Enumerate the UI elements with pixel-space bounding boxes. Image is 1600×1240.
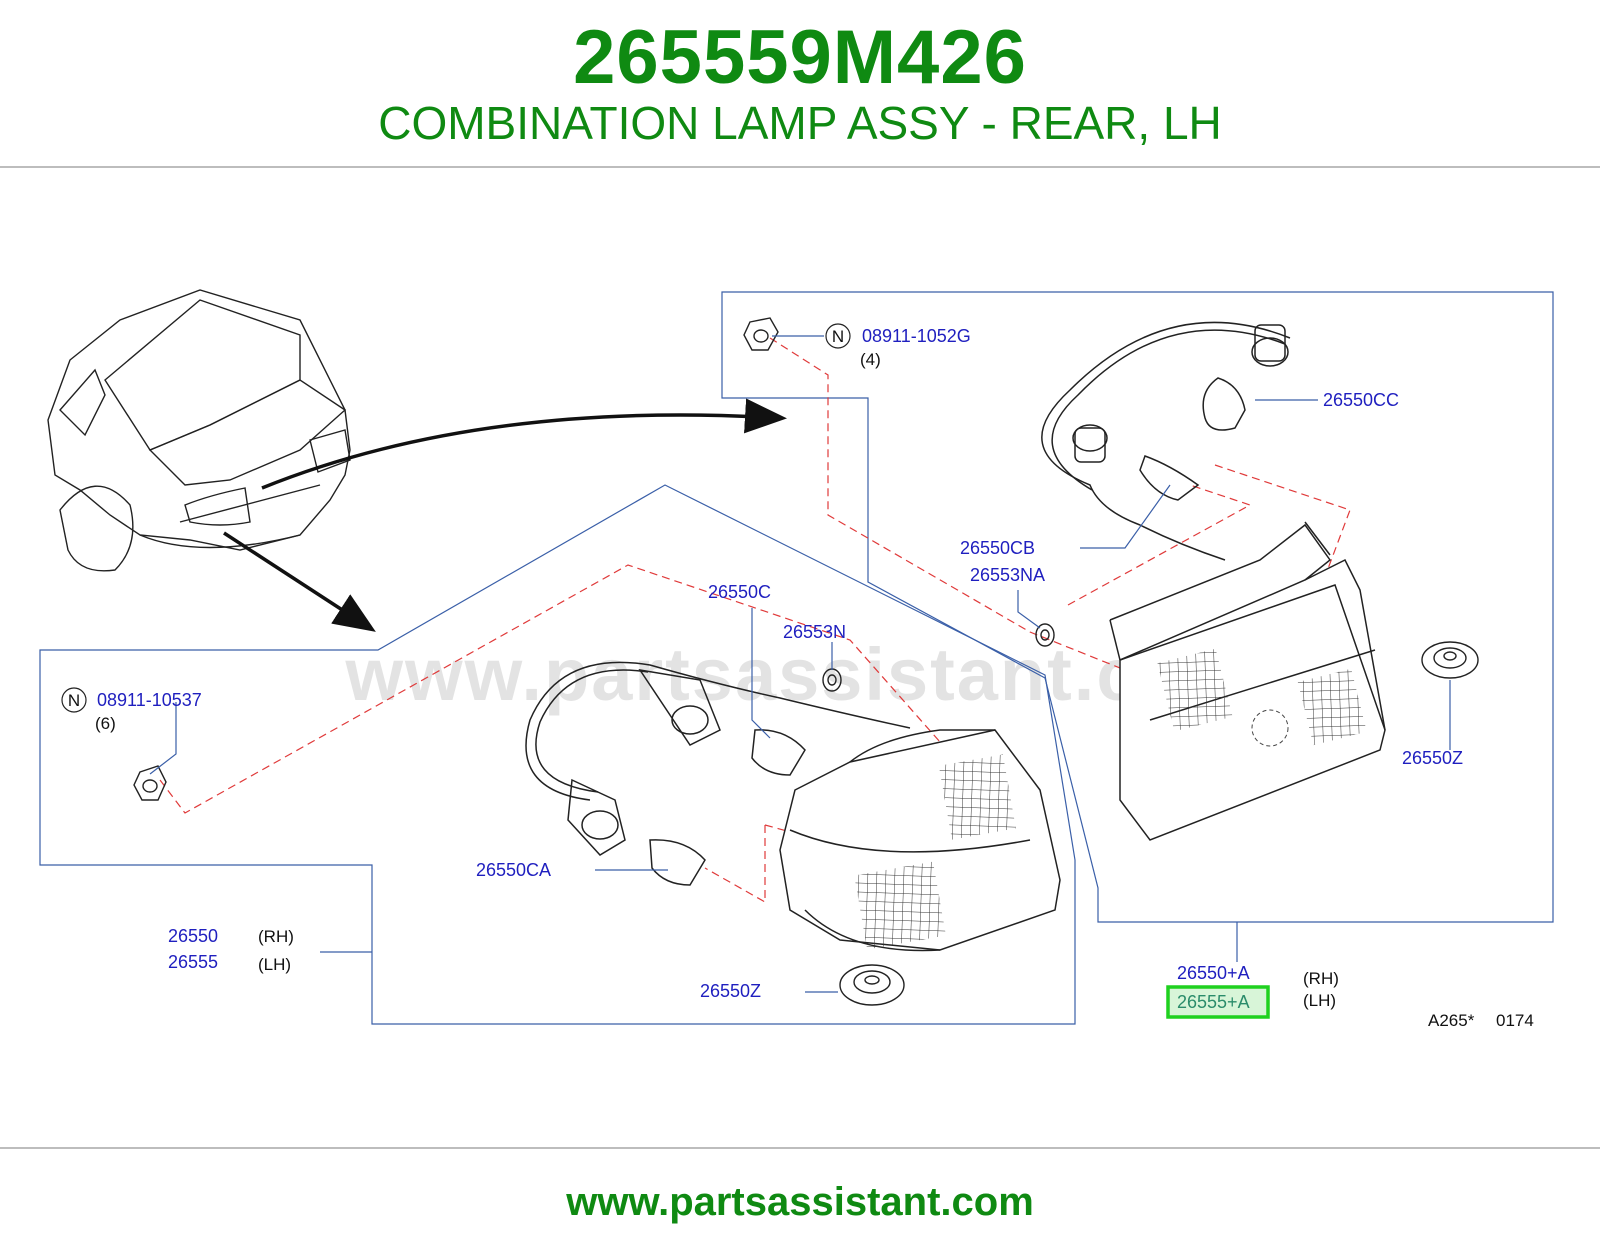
callout-outer-rh-side: (RH)	[258, 927, 294, 946]
part-name-subtitle: COMBINATION LAMP ASSY - REAR, LH	[378, 97, 1222, 149]
footer-divider	[0, 1147, 1600, 1149]
inner-lamp-group-outline	[721, 291, 1554, 923]
outer-lamp-lens-grid-top	[938, 754, 1016, 840]
callout-nut-left-code[interactable]: 08911-10537	[97, 690, 202, 710]
callout-outer-lh-code[interactable]: 26555	[168, 952, 218, 972]
outer-lamp-lens-grid-bottom	[854, 861, 946, 950]
callout-26550z-right[interactable]: 26550Z	[1402, 748, 1463, 768]
page-header: 265559M426 COMBINATION LAMP ASSY - REAR,…	[0, 0, 1600, 168]
n-badge-top: N	[832, 327, 844, 346]
callout-26550ca[interactable]: 26550CA	[476, 860, 551, 880]
selected-part-highlight[interactable]	[1166, 985, 1270, 1019]
arrow-to-outer-lamp	[223, 531, 376, 632]
diagram-ref: A265*	[1428, 1011, 1475, 1030]
callout-leader-lines	[149, 335, 1451, 993]
callout-26550c[interactable]: 26550C	[708, 582, 771, 602]
inner-lamp-lens-grid-left	[1157, 648, 1233, 732]
washer-icon	[1035, 623, 1055, 647]
diagram-num: 0174	[1496, 1011, 1534, 1030]
callout-nut-left-qty: (6)	[95, 714, 116, 733]
car-rear-illustration	[47, 289, 351, 572]
callout-inner-rh-side: (RH)	[1303, 969, 1339, 988]
n-badge-left: N	[68, 691, 80, 710]
n-badge-icon	[825, 323, 851, 349]
parts-diagram: www.partsassistant.com	[0, 260, 1600, 1120]
outer-lamp-group-outline	[39, 484, 1076, 1025]
n-badge-icon	[61, 687, 87, 713]
callout-nut-top-qty: (4)	[860, 350, 881, 369]
grommet-icon	[1421, 641, 1479, 679]
callout-outer-rh-code[interactable]: 26550	[168, 926, 218, 946]
footer-url[interactable]: www.partsassistant.com	[566, 1180, 1034, 1224]
header-divider	[0, 166, 1600, 168]
parts-diagram-svg: www.partsassistant.com	[39, 289, 1554, 1030]
inner-lamp-harness	[1041, 321, 1291, 561]
callout-26553n[interactable]: 26553N	[783, 622, 846, 642]
callout-inner-lh-side: (LH)	[1303, 991, 1336, 1010]
callout-26550cb[interactable]: 26550CB	[960, 538, 1035, 558]
nut-icon	[133, 765, 167, 801]
inner-lamp-lens-grid-right	[1297, 668, 1367, 746]
grommet-icon	[839, 964, 905, 1006]
part-number-title: 265559M426	[573, 15, 1027, 100]
inner-lamp-reflector	[1251, 709, 1289, 747]
callout-26550z-bottom[interactable]: 26550Z	[700, 981, 761, 1001]
callout-26550cc[interactable]: 26550CC	[1323, 390, 1399, 410]
callout-inner-rh-code[interactable]: 26550+A	[1177, 963, 1250, 983]
inner-lamp-housing	[1109, 521, 1386, 841]
callout-outer-lh-side: (LH)	[258, 955, 291, 974]
callout-inner-lh-code[interactable]: 26555+A	[1177, 992, 1250, 1012]
watermark-text: www.partsassistant.com	[345, 633, 1255, 716]
arrow-to-inner-lamp	[261, 398, 787, 490]
callout-26553na[interactable]: 26553NA	[970, 565, 1045, 585]
callout-nut-top-code[interactable]: 08911-1052G	[862, 326, 971, 346]
outer-lamp-harness	[525, 661, 911, 886]
nut-icon	[743, 317, 779, 351]
